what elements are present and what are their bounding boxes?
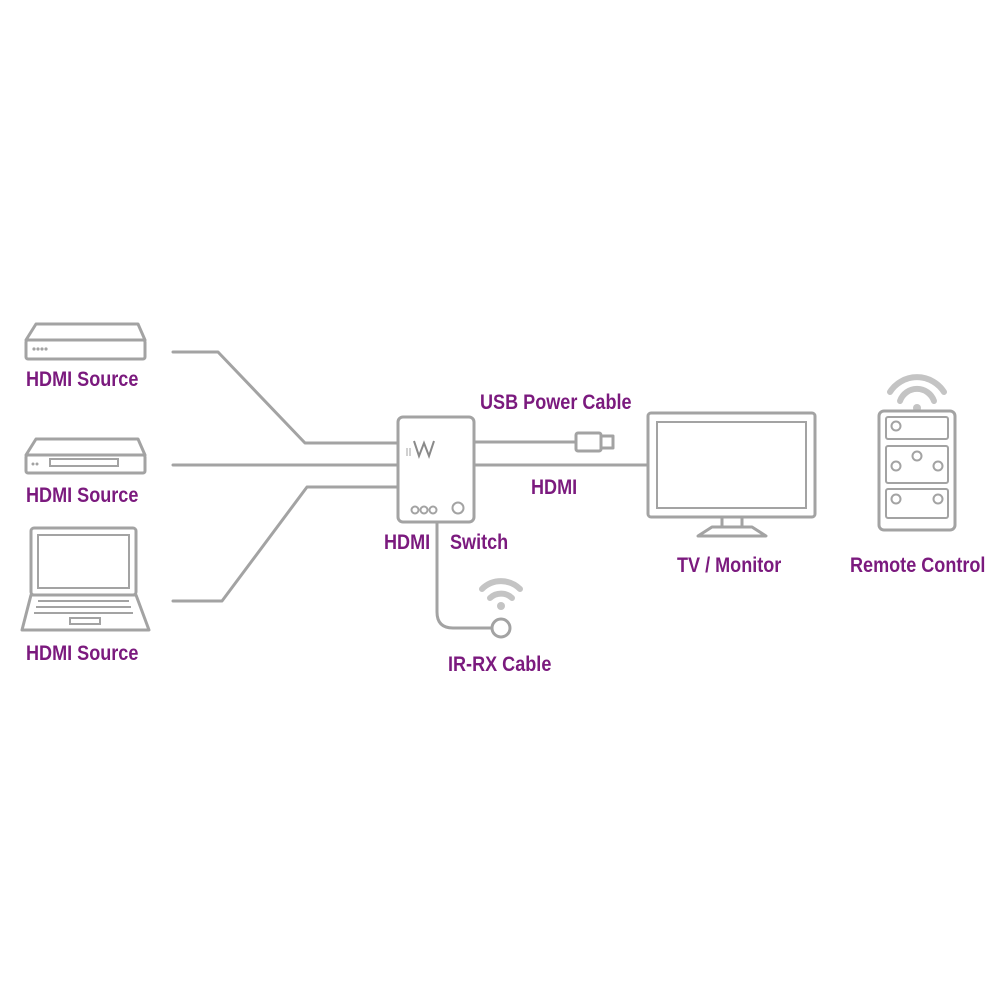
- laptop-icon: [20, 526, 151, 632]
- cable-source1: [171, 350, 400, 445]
- cable-source3: [171, 485, 400, 603]
- remote-control-icon: [877, 374, 957, 532]
- media-player-icon: [24, 437, 147, 475]
- cables: [171, 350, 650, 630]
- monitor-icon: [646, 411, 817, 538]
- ir-receiver-icon: [479, 578, 523, 639]
- label-hdmi-source-1: HDMI Source: [26, 368, 139, 391]
- set-top-box-icon: [24, 322, 147, 361]
- label-hdmi-source-2: HDMI Source: [26, 484, 139, 507]
- usb-plug-icon: [574, 431, 615, 453]
- cable-ir-rx: [435, 520, 494, 630]
- label-hdmi-output: HDMI: [531, 476, 578, 499]
- label-usb-power-cable: USB Power Cable: [480, 391, 632, 414]
- label-hdmi-source-3: HDMI Source: [26, 642, 139, 665]
- label-tv-monitor: TV / Monitor: [677, 554, 782, 577]
- hdmi-switch-icon: [396, 415, 476, 524]
- label-switch-hdmi: HDMI: [384, 531, 431, 554]
- label-ir-rx-cable: IR-RX Cable: [448, 653, 552, 676]
- label-remote-control: Remote Control: [850, 554, 986, 577]
- label-switch: Switch: [450, 531, 509, 554]
